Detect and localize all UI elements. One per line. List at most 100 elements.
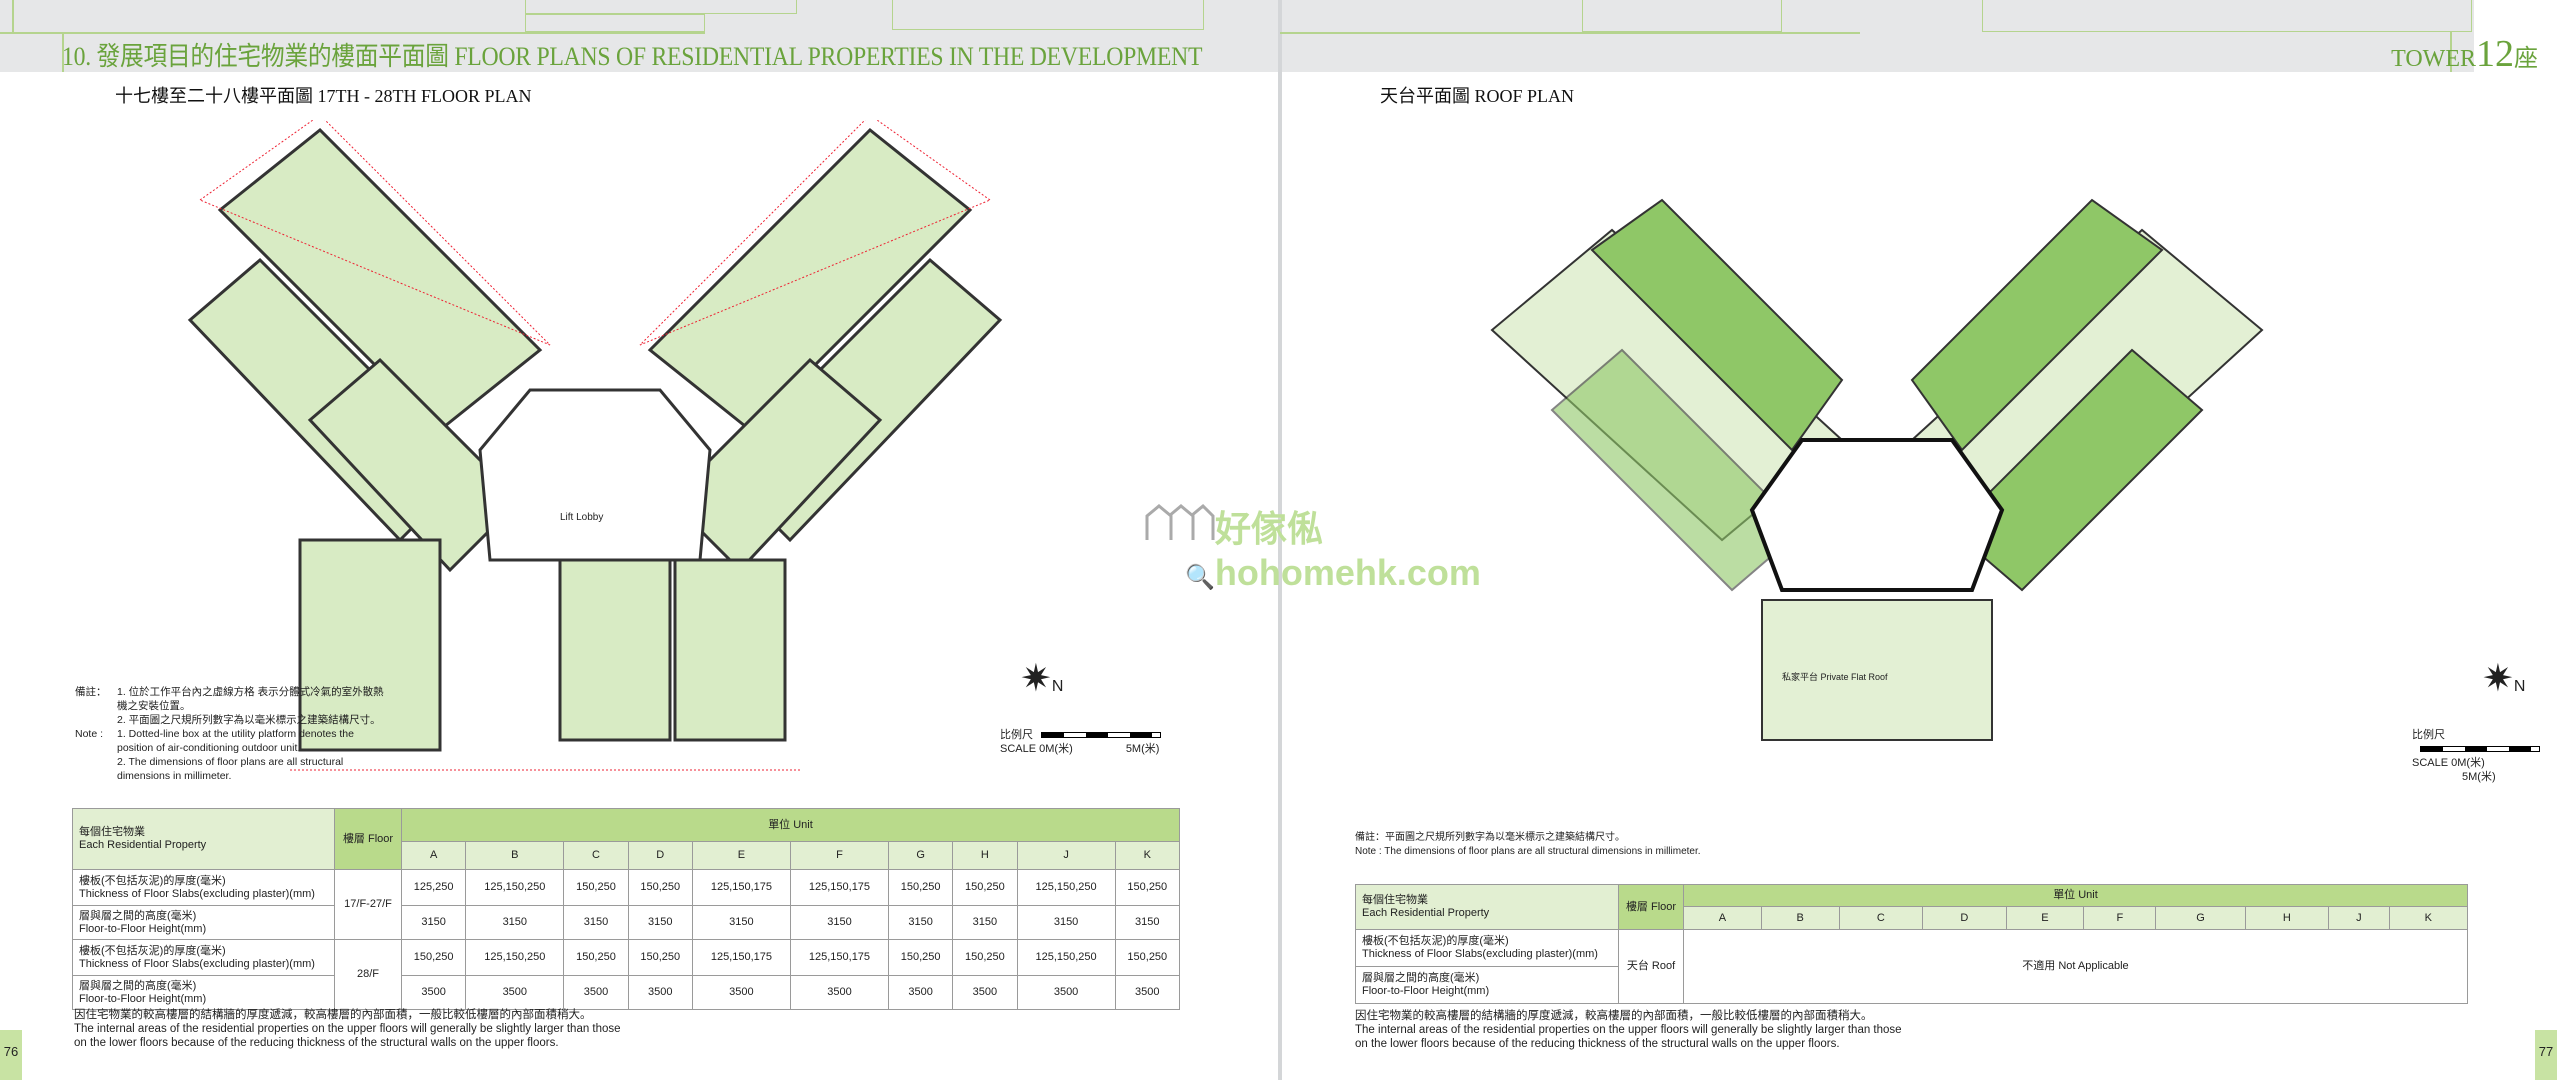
unit-k	[298, 538, 442, 752]
page-number: 77	[2535, 1030, 2557, 1080]
unit-column-header: K	[1114, 841, 1181, 870]
right-page: TOWER12座 天台平面圖 ROOF PLAN 私家平台 Private Fl…	[1280, 0, 2560, 1080]
house-logo-icon	[1145, 503, 1215, 540]
left-page: 10. 發展項目的住宅物業的樓面平面圖 FLOOR PLANS OF RESID…	[0, 0, 1280, 1080]
search-icon: 🔍	[1185, 564, 1215, 591]
row-label-en: Floor-to-Floor Height(mm)	[79, 922, 207, 935]
table-row: 樓板(不包括灰泥)的厚度(毫米)Thickness of Floor Slabs…	[72, 939, 1181, 1010]
decor-line	[525, 14, 705, 32]
value-cell: 125,250	[400, 869, 467, 906]
unit-column-header: A	[400, 841, 467, 870]
unit-wing-a	[217, 127, 543, 433]
row-label-en: Floor-to-Floor Height(mm)	[79, 992, 207, 1005]
note-key: 備註：	[75, 686, 107, 698]
row-label-zh: 樓板(不包括灰泥)的厚度(毫米)	[79, 944, 226, 957]
scale-bar: 比例尺 SCALE 0M(米) 5M(米)	[1000, 729, 1161, 755]
plan-title: 天台平面圖 ROOF PLAN	[1380, 86, 1575, 106]
value-cell: 3500	[1114, 975, 1181, 1010]
note-item: 1. Dotted-line box at the utility platfo…	[117, 728, 354, 754]
scale-bar-graphic	[2420, 746, 2540, 753]
floor-cell: 28/F	[334, 939, 402, 1010]
section-title: 10. 發展項目的住宅物業的樓面平面圖 FLOOR PLANS OF RESID…	[62, 42, 1203, 71]
value-cell: 150,250	[952, 939, 1018, 976]
dimension-lines	[198, 120, 992, 771]
unit-column-header: G	[2155, 906, 2246, 930]
note-item: 2. The dimensions of floor plans are all…	[117, 756, 344, 782]
value-cell: 3150	[627, 905, 693, 940]
value-cell: 3150	[1016, 905, 1116, 940]
value-cell: 150,250	[887, 869, 954, 906]
unit-column-header: A	[1683, 906, 1762, 930]
floor-cell: 17/F-27/F	[334, 869, 402, 940]
unit-column-header: J	[2328, 906, 2390, 930]
unit-wing-f	[647, 127, 973, 433]
unit-column-header: E	[691, 841, 791, 870]
value-cell: 125,150,175	[789, 939, 889, 976]
value-cell: 125,150,175	[789, 869, 889, 906]
value-cell: 125,150,250	[465, 869, 565, 906]
unit-column-header: C	[563, 841, 629, 870]
row-label-zh: 樓板(不包括灰泥)的厚度(毫米)	[79, 874, 226, 887]
value-cell: 150,250	[400, 939, 467, 976]
decor-line	[62, 32, 64, 72]
value-cell: 3150	[400, 905, 467, 940]
page-number: 76	[0, 1030, 22, 1080]
footnote: 因住宅物業的較高樓層的結構牆的厚度遞減，較高樓層的內部面積，一般比較低樓層的內部…	[74, 1009, 621, 1049]
row-label-en: Thickness of Floor Slabs(excluding plast…	[79, 957, 315, 970]
footnote: 因住宅物業的較高樓層的結構牆的厚度遞減，較高樓層的內部面積，一般比較低樓層的內部…	[1355, 1010, 1902, 1050]
value-cell: 150,250	[952, 869, 1018, 906]
row-label: 樓板(不包括灰泥)的厚度(毫米)Thickness of Floor Slabs…	[72, 939, 335, 976]
row-label-en: Thickness of Floor Slabs(excluding plast…	[79, 887, 315, 900]
unit-e	[673, 558, 787, 742]
value-cell: 3150	[465, 905, 565, 940]
value-cell: 125,150,175	[691, 869, 791, 906]
floor-plan-drawing: Lift Lobby	[187, 120, 1003, 771]
value-cell: 150,250	[563, 939, 629, 976]
value-cell: 150,250	[1114, 939, 1181, 976]
plan-title: 十七樓至二十八樓平面圖 17TH - 28TH FLOOR PLAN	[115, 86, 532, 106]
unit-column-header: H	[2244, 906, 2330, 930]
roof-plan-drawing: 私家平台 Private Flat Roof	[1490, 198, 2264, 741]
note-item: 2. 平面圖之尺規所列數字為以毫米標示之建築結構尺寸。	[117, 714, 381, 726]
value-cell: 3500	[465, 975, 565, 1010]
value-cell: 3150	[1114, 905, 1181, 940]
not-applicable-cell: 不適用 Not Applicable	[1683, 929, 2468, 1004]
decor-line	[2450, 32, 2452, 72]
value-cell: 3150	[563, 905, 629, 940]
decor-line	[0, 32, 705, 34]
note-en: Note : The dimensions of floor plans are…	[1355, 846, 1701, 857]
value-cell: 3500	[887, 975, 954, 1010]
header-band	[1282, 0, 2474, 72]
scale-bar: 比例尺 SCALE 0M(米) 5M(米)	[2412, 728, 2560, 784]
unit-column-header: J	[1016, 841, 1116, 870]
unit-column-header: G	[887, 841, 954, 870]
row-label-zh: 層與層之間的高度(毫米)	[79, 909, 197, 922]
value-cell: 150,250	[887, 939, 954, 976]
decor-line	[525, 0, 797, 14]
table-row: 層與層之間的高度(毫米)Floor-to-Floor Height(mm) 315…	[72, 905, 1181, 940]
header-band	[0, 0, 1280, 72]
decor-line	[12, 0, 14, 32]
value-cell: 3500	[789, 975, 889, 1010]
value-cell: 125,150,250	[465, 939, 565, 976]
unit-column-header: C	[1838, 906, 1924, 930]
decor-line	[1582, 0, 1782, 32]
scale-bar-graphic	[1041, 732, 1161, 739]
value-cell: 150,250	[627, 869, 693, 906]
unit-column-header: F	[2083, 906, 2157, 930]
core-lobby	[478, 388, 712, 562]
value-cell: 125,150,250	[1016, 939, 1116, 976]
north-compass-icon: ✷N	[1020, 658, 1064, 700]
value-cell: 150,250	[1114, 869, 1181, 906]
unit-column-header: H	[952, 841, 1018, 870]
unit-b	[558, 558, 672, 742]
value-cell: 3500	[691, 975, 791, 1010]
value-cell: 3150	[952, 905, 1018, 940]
row-label-zh: 層與層之間的高度(毫米)	[79, 979, 197, 992]
unit-column-header: E	[2005, 906, 2085, 930]
north-compass-icon: ✷N	[2482, 658, 2526, 700]
page-gutter	[1278, 0, 1282, 1080]
value-cell: 3150	[887, 905, 954, 940]
